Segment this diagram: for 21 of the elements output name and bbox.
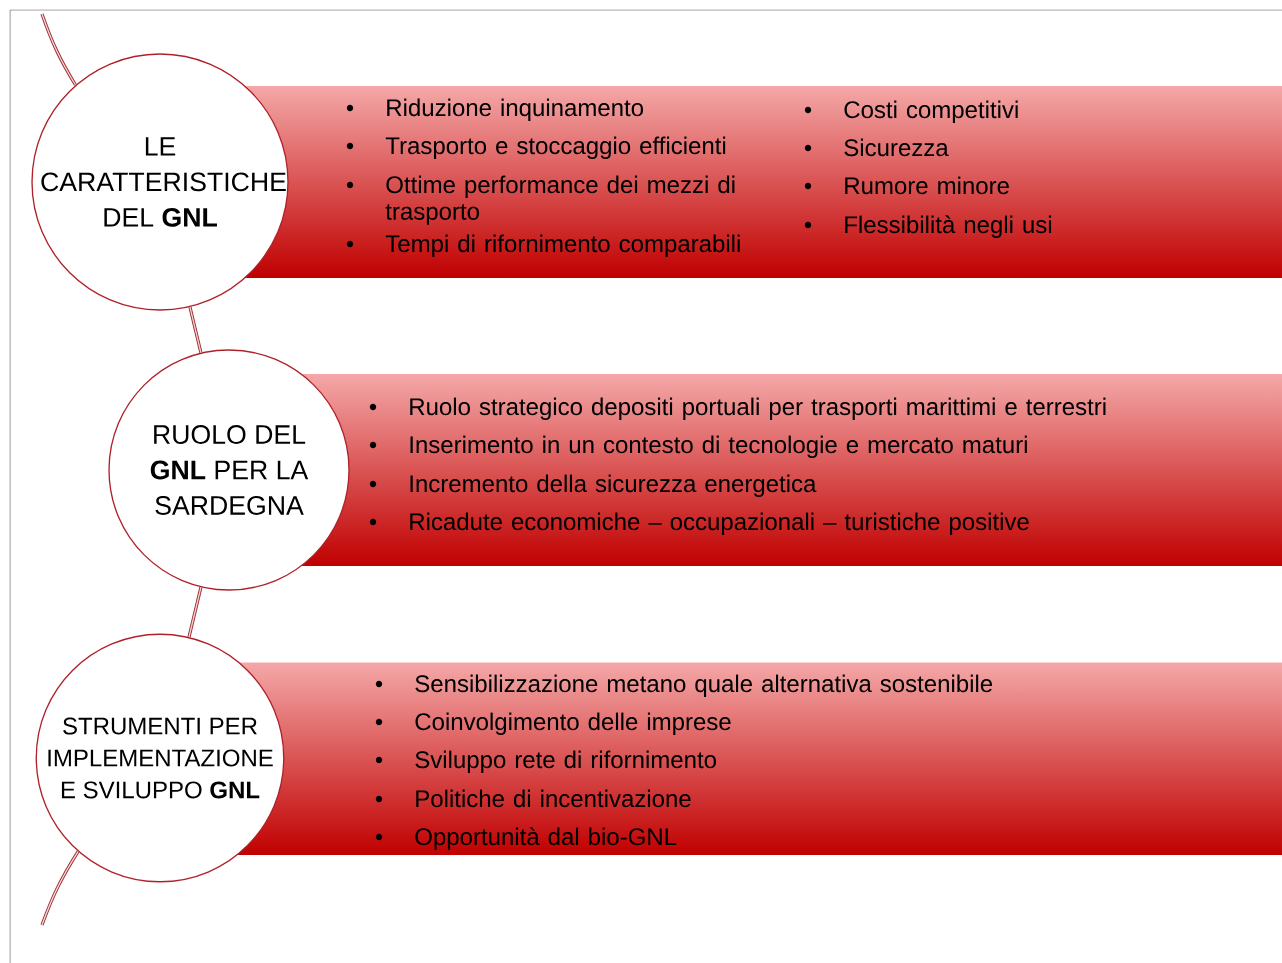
bullet-item: Ruolo strategico depositi portuali per trasporti marittimi e terrestri	[369, 397, 1106, 420]
connector-line	[40, 850, 80, 926]
bullet-item: Sviluppo rete di rifornimento	[375, 750, 716, 773]
bullet-item: Riduzione inquinamento	[346, 98, 644, 121]
bullet-item: Politiche di incentivazione	[375, 789, 691, 808]
bullet-item: Tempi di rifornimento comparabili	[346, 234, 740, 257]
bullet-item: Sicurezza	[804, 138, 949, 157]
bullet-item: Rumore minore	[804, 176, 1009, 195]
connector-line	[187, 586, 203, 638]
connector-line	[188, 306, 203, 354]
bullet-item: Inserimento in un contesto di tecnologie e mercato maturi	[369, 435, 1027, 458]
bullet-item: Ottime performance dei mezzi di trasporto	[346, 175, 735, 225]
connector-line	[40, 13, 77, 86]
bullet-item: Costi competitivi	[804, 100, 1018, 123]
bullet-item: Ricadute economiche – occupazionali – turistiche positive	[369, 512, 1029, 535]
bullet-item: Coinvolgimento delle imprese	[375, 712, 731, 735]
bullet-item: Trasporto e stoccaggio efficienti	[346, 136, 726, 159]
bullet-item: Flessibilità negli usi	[804, 215, 1051, 238]
bullet-item: Opportunità dal bio-GNL	[375, 827, 677, 850]
bullet-item: Sensibilizzazione metano quale alternativa sostenibile	[375, 674, 993, 697]
bullet-item: Incremento della sicurezza energetica	[369, 474, 817, 497]
